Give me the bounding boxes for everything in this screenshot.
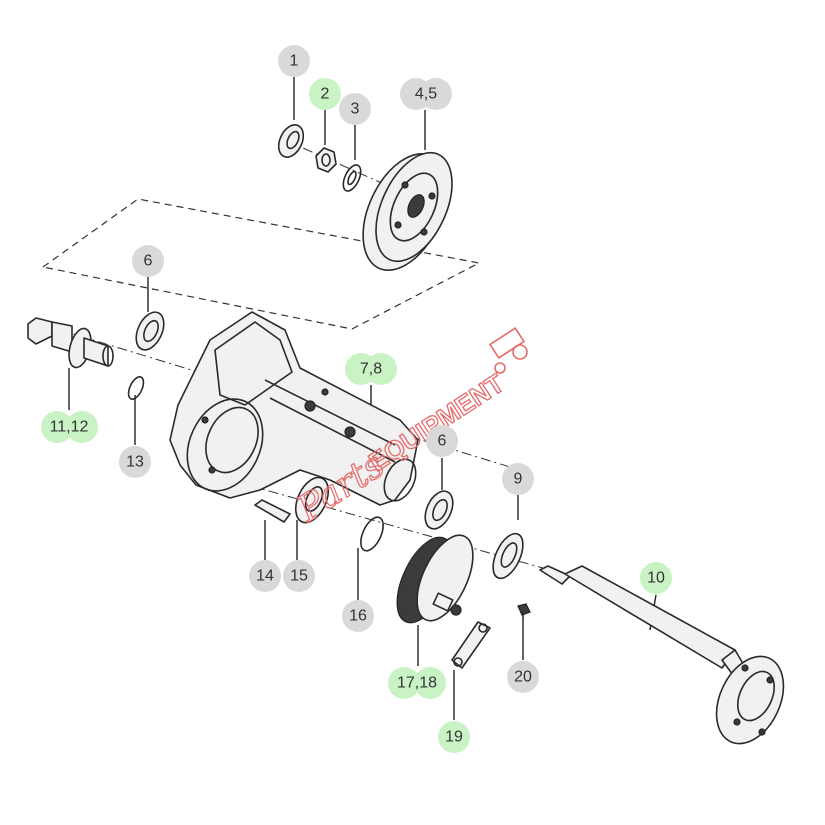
callout-bubble bbox=[66, 411, 98, 443]
callout-label: 2 bbox=[321, 86, 330, 103]
pin-part-14 bbox=[254, 499, 291, 523]
seal-part-6-left bbox=[135, 311, 165, 351]
dashed-assembly-outline bbox=[41, 198, 481, 330]
callout-label: 11,12 bbox=[50, 419, 89, 436]
callout-bubble bbox=[388, 667, 420, 699]
tractor-icon bbox=[488, 327, 528, 374]
callout-1: 1 bbox=[278, 45, 310, 77]
callout-bubble bbox=[309, 78, 341, 110]
lever-part-19 bbox=[451, 621, 491, 669]
callout-label: 3 bbox=[351, 101, 360, 118]
callout-13: 13 bbox=[119, 446, 151, 478]
transmission-housing bbox=[169, 311, 419, 506]
brake-assembly-part-17-18 bbox=[396, 534, 474, 624]
callout-bubble bbox=[365, 353, 397, 385]
snap-ring-part-13 bbox=[127, 376, 145, 400]
callout-label: 7,8 bbox=[360, 361, 382, 378]
input-shaft-part-11-12 bbox=[27, 317, 114, 369]
callout-bubble bbox=[420, 78, 452, 110]
axle-shaft-part-10 bbox=[539, 565, 785, 745]
callout-16: 16 bbox=[342, 600, 374, 632]
callout-6-right: 6 bbox=[426, 425, 458, 457]
callout-label: 6 bbox=[438, 433, 447, 450]
callout-label: 14 bbox=[256, 568, 274, 585]
wheel-part-4-5 bbox=[362, 151, 453, 272]
callout-7-8: 7,8 bbox=[345, 353, 397, 385]
callout-bubble bbox=[278, 45, 310, 77]
callout-bubble bbox=[507, 661, 539, 693]
callout-bubble bbox=[339, 93, 371, 125]
callout-label: 16 bbox=[349, 608, 367, 625]
callout-label: 10 bbox=[647, 570, 665, 587]
callout-label: 9 bbox=[514, 471, 523, 488]
callout-bubble bbox=[119, 446, 151, 478]
callout-20: 20 bbox=[507, 661, 539, 693]
washer-part-3 bbox=[342, 164, 362, 192]
nut-part-2 bbox=[315, 147, 337, 173]
snap-ring-part-16 bbox=[360, 516, 384, 552]
callout-4-5: 4,5 bbox=[400, 78, 452, 110]
callout-2: 2 bbox=[309, 78, 341, 110]
callout-label: 13 bbox=[126, 454, 144, 471]
seal-part-9 bbox=[492, 532, 524, 580]
callout-label: 17,18 bbox=[397, 675, 437, 692]
callout-label: 20 bbox=[514, 669, 532, 686]
callout-bubble bbox=[414, 667, 446, 699]
callout-label: 19 bbox=[445, 729, 463, 746]
callout-3: 3 bbox=[339, 93, 371, 125]
callout-9: 9 bbox=[502, 463, 534, 495]
callout-14: 14 bbox=[249, 560, 281, 592]
callout-6-left: 6 bbox=[132, 245, 164, 277]
callout-label: 1 bbox=[290, 53, 299, 70]
callout-19: 19 bbox=[438, 721, 470, 753]
seal-part-15 bbox=[294, 476, 330, 524]
callout-label: 15 bbox=[290, 568, 308, 585]
callout-bubble bbox=[502, 463, 534, 495]
callout-label: 4,5 bbox=[415, 86, 437, 103]
callout-bubble bbox=[41, 411, 73, 443]
callout-15: 15 bbox=[283, 560, 315, 592]
callout-bubble bbox=[640, 562, 672, 594]
callout-10: 10 bbox=[640, 562, 672, 594]
callout-label: 6 bbox=[144, 253, 153, 270]
callout-bubble bbox=[249, 560, 281, 592]
callout-17-18: 17,18 bbox=[388, 667, 446, 699]
callout-bubble bbox=[342, 600, 374, 632]
bolt-part-20 bbox=[517, 603, 531, 618]
callouts: 1 2 3 4,5 6 7,8 11,12 13 6 9 10 14 15 16… bbox=[41, 45, 672, 753]
callout-bubble bbox=[132, 245, 164, 277]
seal-part-1 bbox=[277, 124, 305, 158]
callout-bubble bbox=[438, 721, 470, 753]
seal-part-6-right bbox=[424, 490, 454, 530]
callout-bubble bbox=[283, 560, 315, 592]
callout-bubble bbox=[426, 425, 458, 457]
callout-11-12: 11,12 bbox=[41, 411, 98, 443]
